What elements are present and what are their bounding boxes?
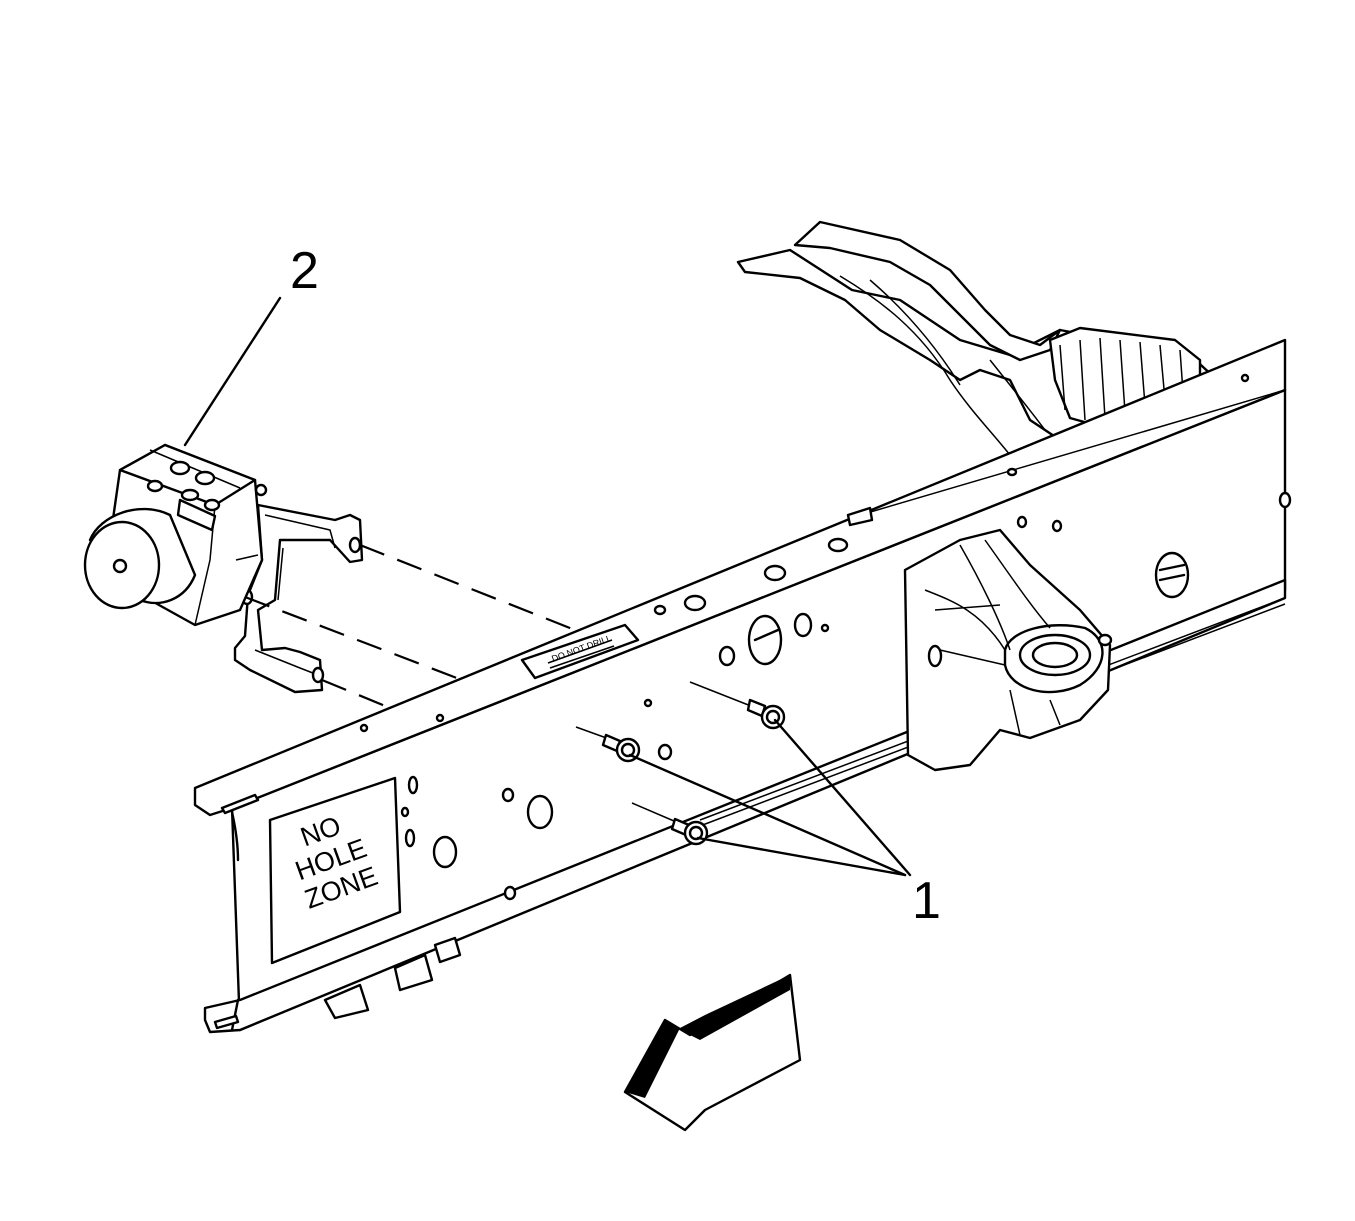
spring-hanger-bracket xyxy=(903,528,1113,772)
alignment-lines xyxy=(244,543,576,712)
frame-rail: DO NOT DRILL NO HOLE ZONE xyxy=(193,338,1292,1034)
forward-arrow-icon xyxy=(623,973,802,1132)
callout-2: 2 xyxy=(290,242,319,300)
rear-crossmember xyxy=(736,220,1217,456)
leader-lines xyxy=(183,296,912,877)
no-hole-zone-label: NO HOLE ZONE xyxy=(268,776,402,965)
callout-1: 1 xyxy=(912,872,941,930)
module-with-bracket xyxy=(83,443,364,694)
